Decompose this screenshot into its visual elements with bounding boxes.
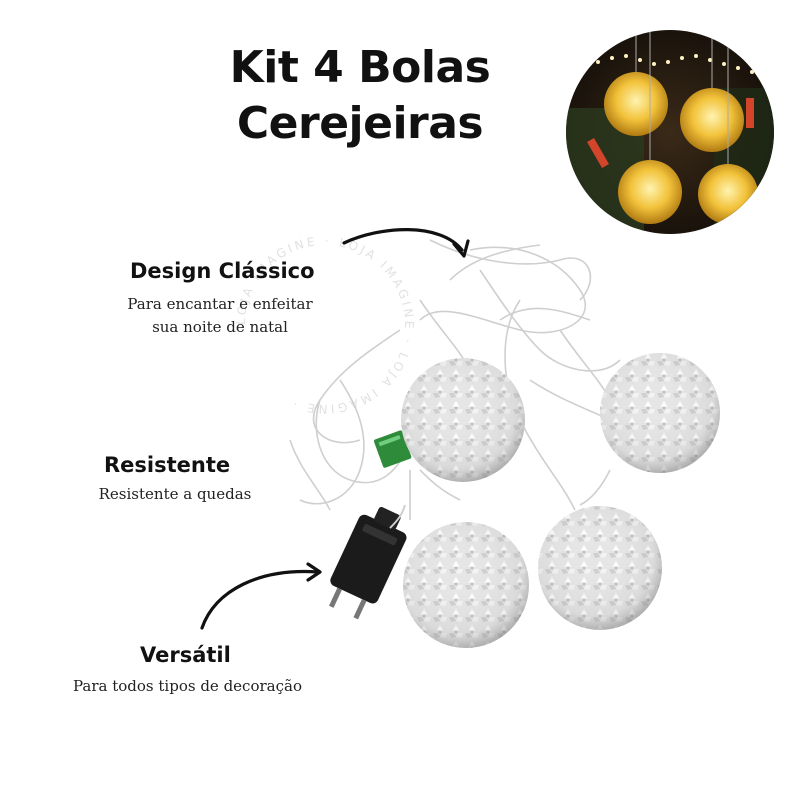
lit-ball-icon [618, 160, 682, 224]
watermark-logo: LOJA IMAGINE · LOJA IMAGINE · LOJA IMAGI… [234, 234, 413, 416]
light-ball-icon [600, 353, 720, 473]
feature-desc-resistente: Resistente a quedas [98, 485, 252, 503]
power-adapter-icon [328, 506, 407, 620]
curved-arrow-icon [342, 228, 470, 258]
title-line-1: Kit 4 Bolas [229, 42, 491, 93]
feature-title-resistente: Resistente [104, 453, 231, 477]
light-ball-icon [403, 522, 529, 648]
light-ball-icon [538, 506, 662, 630]
title-line-2: Cerejeiras [236, 98, 484, 149]
feature-desc-design: Para encantar e enfeitar sua noite de na… [127, 295, 313, 336]
curved-arrow-icon [200, 562, 322, 630]
feature-title-design: Design Clássico [130, 259, 315, 283]
feature-title-versatil: Versátil [140, 643, 231, 667]
lit-balls-photo [566, 30, 774, 234]
light-ball-icon [401, 358, 525, 482]
lit-ball-icon [604, 72, 668, 136]
green-connector [373, 430, 412, 468]
page-title: Kit 4 Bolas Cerejeiras [200, 40, 520, 152]
feature-desc-versatil: Para todos tipos de decoração [73, 677, 302, 695]
